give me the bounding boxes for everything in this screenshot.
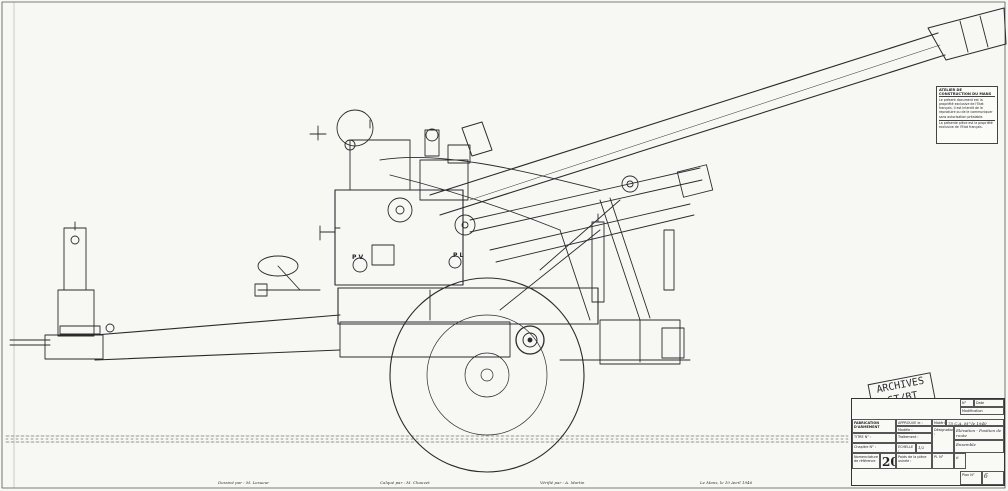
materiel-value: 75 C.A. M^le 1940	[946, 419, 1004, 426]
poids-label: Poids de la pièce usinée :	[896, 453, 932, 469]
credit-drawn: Dessiné par : M. Lesueur	[218, 480, 270, 485]
rev-num-header: N°	[960, 399, 974, 407]
nomenclature-value: 20	[880, 453, 896, 469]
upper-carriage	[319, 109, 476, 286]
label-pl: P L	[453, 252, 464, 259]
rev-mod-header: Modification	[960, 407, 1004, 415]
recoil-cylinders	[469, 164, 714, 263]
ownership-notice: ATELIER DE CONSTRUCTION DU MANS Le prése…	[936, 86, 998, 144]
designation-label: Désignation :	[932, 426, 954, 453]
titre-label: TITRE N° :	[852, 433, 896, 443]
fabrication-label: FABRICATION D'ARMEMENT	[852, 419, 896, 433]
sight-fittings	[309, 119, 440, 157]
nomenclature-label: Nomenclature de référence	[852, 453, 880, 469]
title-block: N° Date Modification FABRICATION D'ARMEM…	[851, 398, 1005, 486]
plan-label: Plan N°	[960, 471, 982, 485]
designation-value: Elévation - Position de route	[954, 426, 1004, 440]
pl-label: Pl. N°	[932, 453, 954, 469]
echelle-value: 1/2	[916, 443, 932, 453]
trail	[94, 287, 691, 365]
leveling-jacks	[591, 213, 675, 303]
plan-value: 6	[982, 471, 1004, 485]
gun-barrel	[429, 7, 1007, 216]
ownership-body: Le présent document est la propriété exc…	[939, 98, 993, 119]
wheel	[389, 277, 585, 473]
credit-traced: Calqué par : M. Chauvet	[380, 480, 430, 485]
pl-value: 6	[954, 453, 966, 469]
elevation-struts	[379, 156, 651, 321]
modele-label: Modèle :	[896, 426, 932, 433]
echelle-label: ECHELLE :	[896, 443, 916, 453]
ownership-header: ATELIER DE CONSTRUCTION DU MANS	[939, 88, 995, 98]
rev-date-header: Date	[974, 399, 1004, 407]
handwheel	[254, 255, 321, 297]
chapitre-label: Chapitre N° :	[852, 443, 896, 453]
approuve-label: APPROUVE le :	[896, 419, 932, 426]
ownership-footer: La présente pièce est la propriété exclu…	[939, 119, 995, 129]
ground-band	[5, 435, 849, 443]
label-pv: P V	[352, 254, 364, 261]
credit-place-date: Le Mans, le 10 Avril 1946	[700, 480, 753, 485]
traitement-label: Traitement :	[896, 433, 932, 443]
trail-spade-and-jack	[9, 221, 115, 360]
credit-checked: Vérifié par : A. Martin	[540, 480, 585, 485]
designation-value-2: Ensemble	[954, 440, 1004, 453]
materiel-label: Matériel :	[932, 419, 946, 426]
